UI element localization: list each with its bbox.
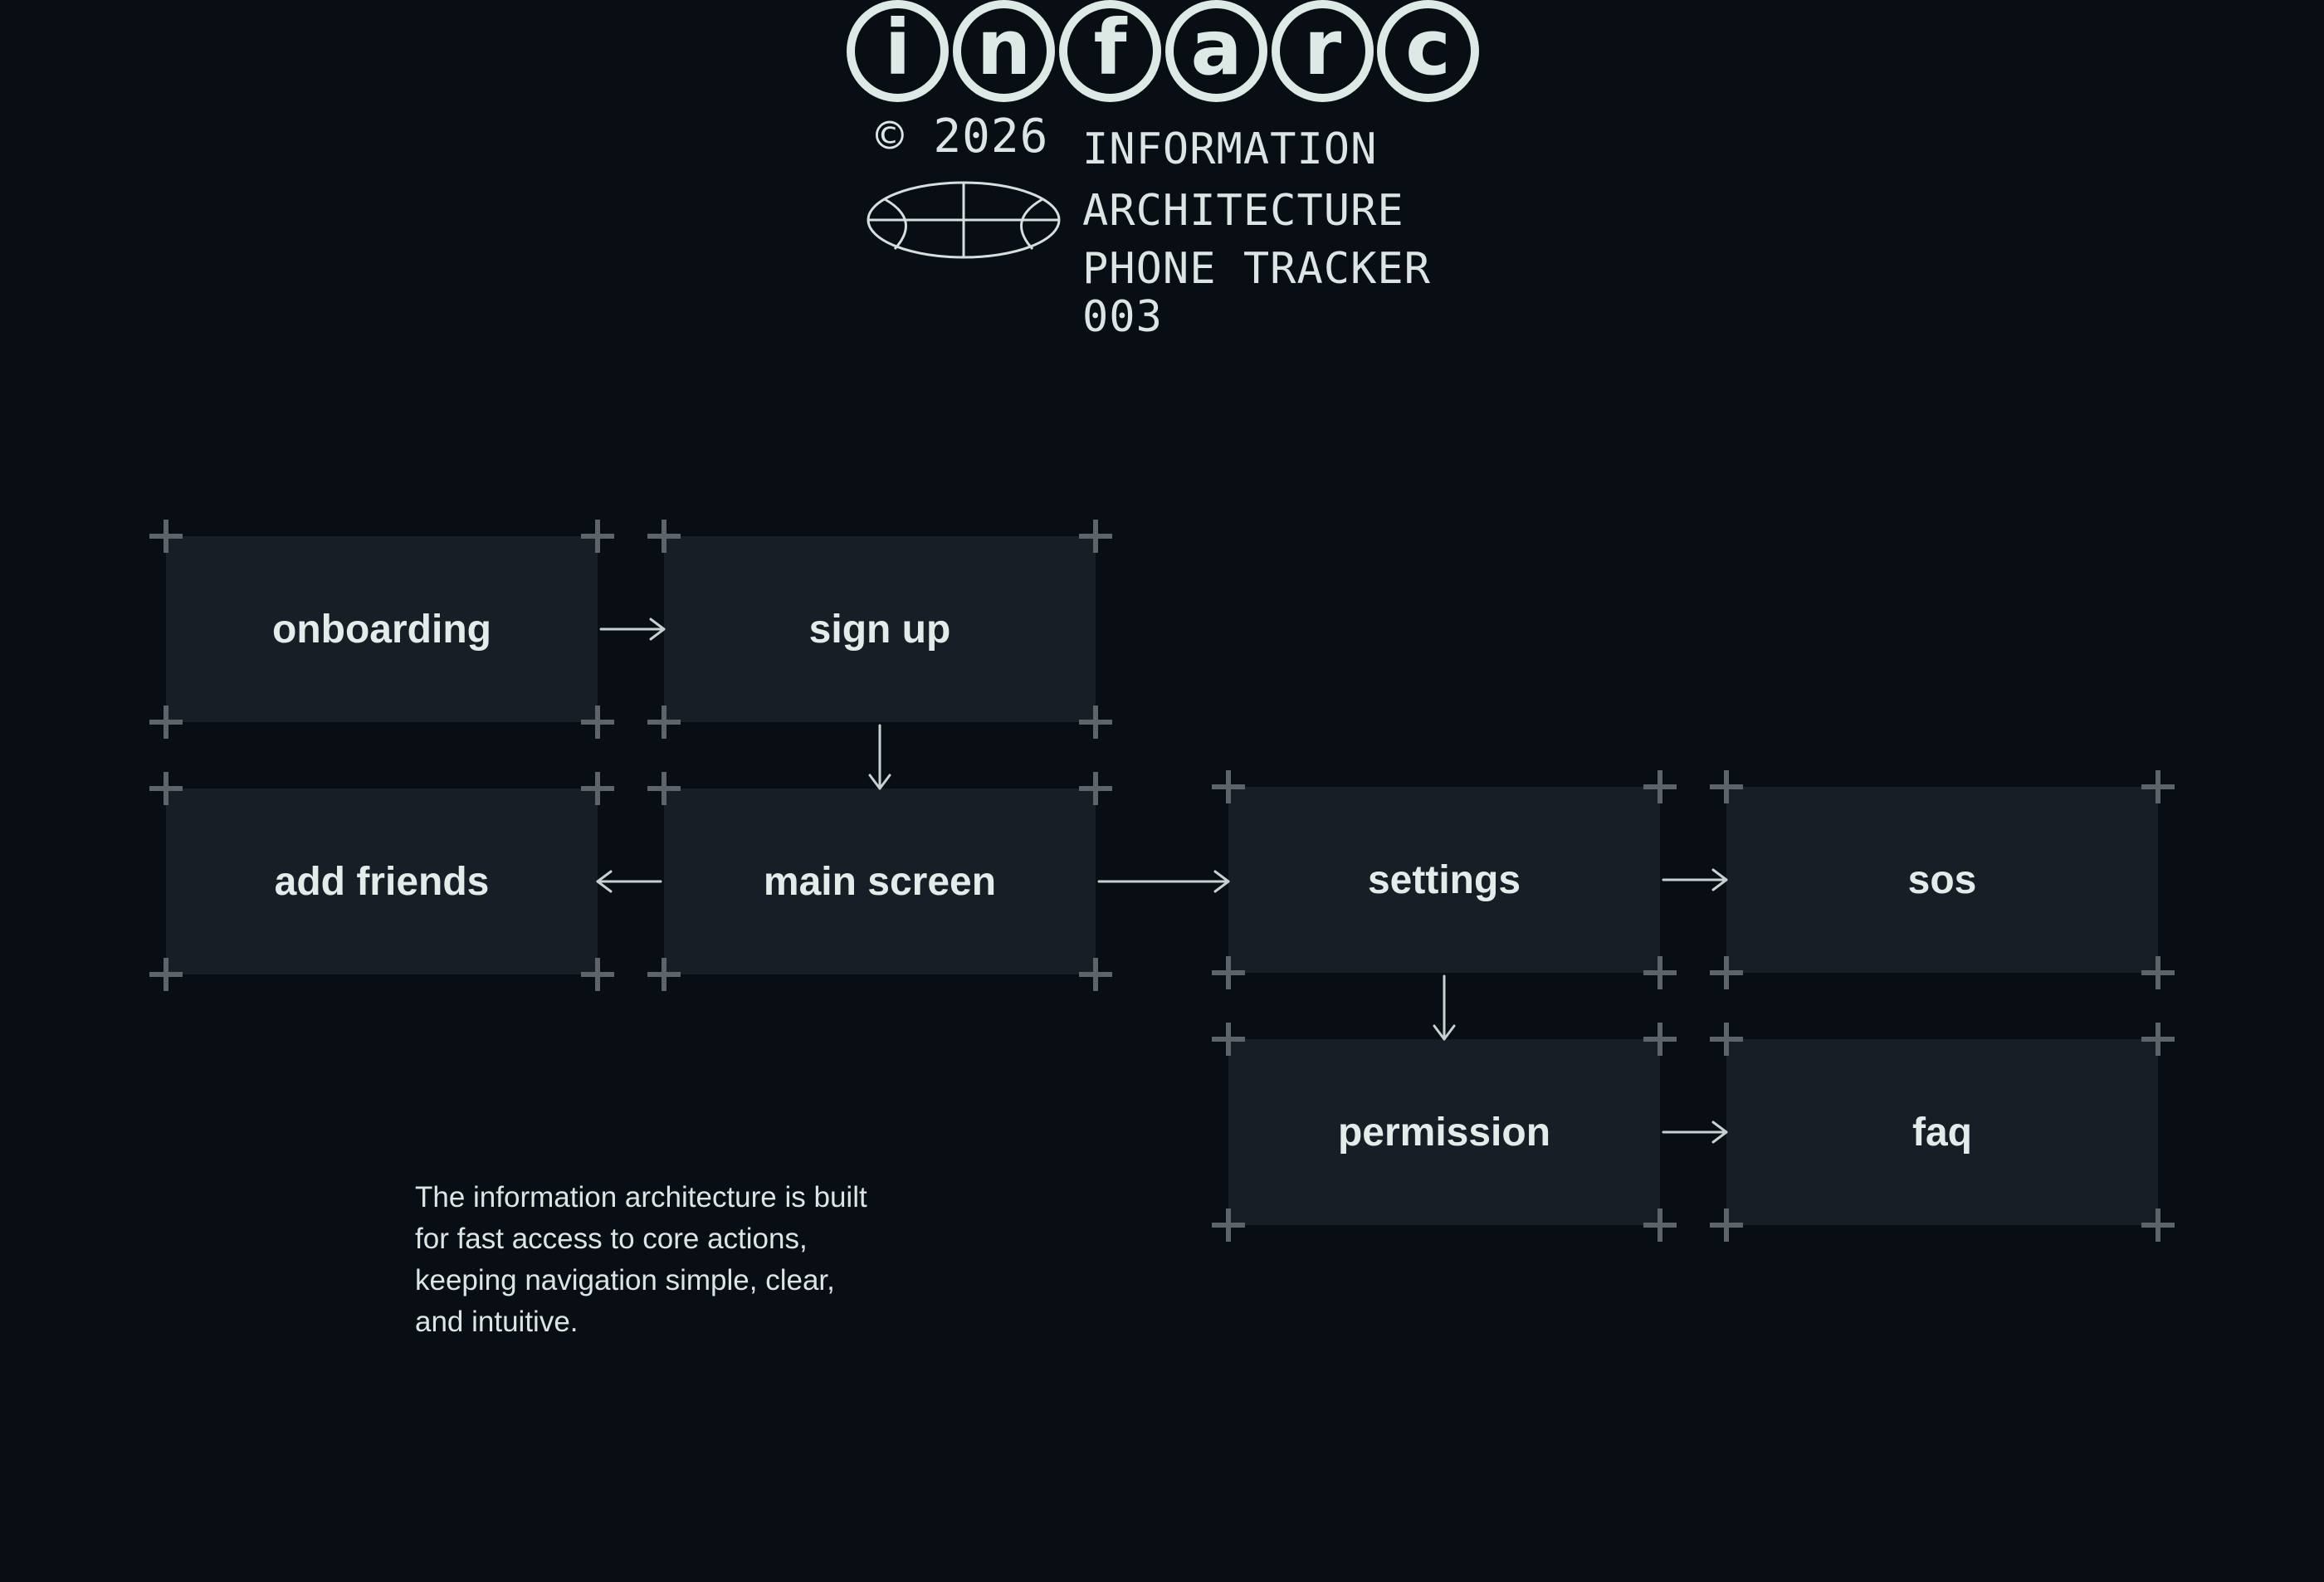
crosshair-marker — [647, 520, 681, 553]
node-main-screen[interactable]: main screen — [664, 789, 1096, 974]
crosshair-marker — [1643, 956, 1677, 989]
crosshair-marker — [1643, 770, 1677, 803]
crosshair-marker — [1212, 1023, 1245, 1056]
logo-letter-a: a — [1165, 0, 1267, 102]
crosshair-marker — [1079, 958, 1112, 991]
crosshair-markers — [149, 520, 2175, 1242]
copyright: © 2026 — [876, 110, 1049, 164]
crosshair-marker — [1079, 520, 1112, 553]
crosshair-marker — [1212, 770, 1245, 803]
crosshair-marker — [149, 772, 183, 805]
arrow-permission-to-faq — [1662, 1121, 1728, 1144]
crosshair-marker — [581, 772, 614, 805]
crosshair-marker — [2141, 1208, 2175, 1242]
node-onboarding[interactable]: onboarding — [166, 536, 598, 722]
arrow-main-screen-to-settings — [1097, 870, 1230, 893]
crosshair-marker — [581, 520, 614, 553]
crosshair-marker — [1079, 706, 1112, 739]
logo-letter-f: f — [1059, 0, 1161, 102]
crosshair-marker — [1643, 1208, 1677, 1242]
node-faq[interactable]: faq — [1726, 1039, 2158, 1225]
crosshair-marker — [647, 772, 681, 805]
crosshair-marker — [149, 706, 183, 739]
crosshair-marker — [1212, 956, 1245, 989]
crosshair-marker — [149, 958, 183, 991]
crosshair-marker — [647, 706, 681, 739]
crosshair-marker — [1710, 1208, 1743, 1242]
crosshair-marker — [581, 706, 614, 739]
crosshair-marker — [1710, 956, 1743, 989]
crosshair-marker — [2141, 956, 2175, 989]
crosshair-marker — [2141, 770, 2175, 803]
crosshair-marker — [647, 958, 681, 991]
title-line-3: PHONE TRACKER — [1082, 244, 1431, 294]
title-line-4: 003 — [1082, 292, 1163, 342]
crosshair-marker — [1710, 1023, 1743, 1056]
logo-letter-c: c — [1377, 0, 1479, 102]
title-line-1: INFORMATION — [1082, 125, 1378, 174]
crosshair-marker — [1643, 1023, 1677, 1056]
node-permission[interactable]: permission — [1228, 1039, 1660, 1225]
arrow-main-screen-to-add-friends — [596, 870, 662, 893]
crosshair-marker — [2141, 1023, 2175, 1056]
arrow-onboarding-to-sign-up — [599, 618, 666, 641]
arrow-sign-up-to-main-screen — [868, 724, 891, 790]
title-line-2: ARCHITECTURE — [1082, 186, 1404, 236]
description-text: The information architecture is built fo… — [415, 1181, 867, 1338]
logo-letter-r: r — [1272, 0, 1374, 102]
crosshair-marker — [581, 958, 614, 991]
arrow-settings-to-sos — [1662, 868, 1728, 891]
node-settings[interactable]: settings — [1228, 787, 1660, 973]
logo-letter-i: i — [847, 0, 949, 102]
node-sign-up[interactable]: sign up — [664, 536, 1096, 722]
crosshair-marker — [1710, 770, 1743, 803]
logo-letter-n: n — [953, 0, 1055, 102]
crosshair-marker — [1212, 1208, 1245, 1242]
node-sos[interactable]: sos — [1726, 787, 2158, 973]
arrow-settings-to-permission — [1433, 974, 1456, 1041]
crosshair-marker — [149, 520, 183, 553]
node-add-friends[interactable]: add friends — [166, 789, 598, 974]
crosshair-marker — [1079, 772, 1112, 805]
